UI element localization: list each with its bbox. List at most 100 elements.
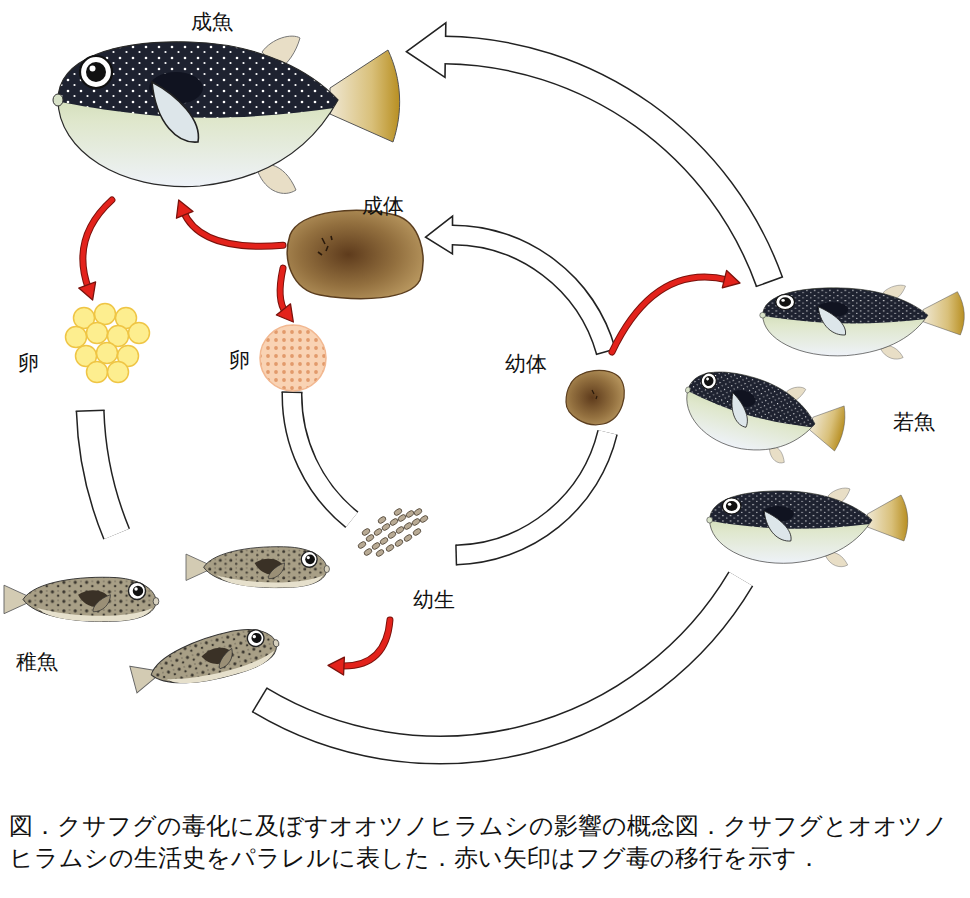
arrow-head — [722, 270, 740, 287]
adult-puffer — [40, 20, 400, 193]
puffer-eggs — [95, 304, 116, 325]
arrow-line — [340, 620, 390, 666]
young-puffers — [699, 480, 908, 567]
stage-label: 幼体 — [505, 354, 547, 375]
flatworm-larvae — [385, 543, 395, 552]
toxin-transfer-arrow — [276, 268, 293, 322]
stage-label: 卵 — [229, 350, 250, 371]
band-outline — [90, 411, 116, 534]
flatworm-larvae — [403, 521, 413, 530]
adult-flatworm — [287, 210, 423, 298]
arrow-head — [426, 216, 453, 254]
life-cycle-arrow — [406, 23, 783, 287]
puffer-eggs — [87, 362, 108, 383]
flatworm-larvae — [389, 517, 399, 526]
stage-label: 卵 — [18, 353, 39, 374]
arrow-line — [183, 211, 283, 246]
flatworm-larvae — [419, 514, 429, 523]
band-outline — [260, 579, 741, 750]
flatworm-larvae — [412, 527, 422, 536]
flatworm-larvae — [413, 507, 423, 516]
life-cycle-arrow — [76, 410, 117, 534]
young-puffers — [668, 278, 965, 567]
arrow-outline — [340, 620, 390, 666]
toxin-transfer-arrow — [176, 200, 283, 246]
band-fill — [260, 579, 741, 750]
juvenile-flatworm — [566, 370, 624, 424]
puffer-eggs — [66, 304, 150, 383]
toxin-transfer-arrow — [79, 200, 112, 300]
life-stage: 卵 — [10, 300, 155, 410]
arrow-line — [83, 200, 112, 289]
band-cap — [76, 410, 105, 412]
puffer-eggs — [87, 323, 108, 344]
flatworm-larvae — [381, 522, 391, 531]
stage-label: 幼生 — [413, 590, 455, 611]
arrow-head — [328, 657, 344, 675]
stage-label: 成魚 — [191, 12, 233, 33]
arrow-line — [612, 277, 728, 352]
flatworm-larvae — [395, 525, 405, 534]
juvenile-puffers — [128, 620, 284, 700]
life-cycle-arrow — [426, 216, 617, 354]
flatworm-larvae — [405, 509, 415, 518]
juvenile-puffers — [4, 577, 159, 621]
flatworm-larvae — [361, 527, 371, 536]
puffer-eggs — [97, 343, 118, 364]
juvenile-puffers — [186, 547, 329, 588]
figure-caption: 図．クサフグの毒化に及ぼすオオツノヒラムシの影響の概念図．クサフグとオオツノヒラ… — [9, 810, 959, 874]
flatworm-larvae — [403, 533, 413, 542]
life-cycle-arrow — [252, 579, 741, 750]
life-stage: 成魚 — [40, 5, 405, 200]
toxin-transfer-arrow — [612, 270, 740, 352]
flatworm-larvae — [373, 527, 383, 536]
band-fill — [292, 392, 352, 520]
life-cycle-arrow — [456, 432, 608, 565]
flatworm-larvae — [371, 541, 381, 550]
arrow-head — [79, 282, 96, 300]
band-cap — [455, 544, 457, 565]
toxin-transfer-arrow — [328, 620, 390, 675]
life-stage: 幼体 — [500, 352, 628, 432]
band-outline — [456, 432, 607, 555]
band-fill — [450, 235, 606, 352]
juvenile-flatworm — [592, 390, 597, 399]
arrow-outline — [183, 211, 283, 246]
band-fill — [90, 411, 116, 534]
stage-label: 若魚 — [893, 412, 935, 433]
flatworm-larvae — [394, 538, 404, 547]
arrow-outline — [83, 200, 112, 289]
puffer-eggs — [108, 362, 129, 383]
flatworm-larvae — [357, 540, 367, 549]
flatworm-larvae — [379, 536, 389, 545]
adult-flatworm — [318, 236, 332, 255]
band-fill — [456, 432, 607, 555]
life-stage: 卵 — [225, 322, 327, 392]
life-cycle-arrow — [282, 392, 352, 520]
flatworm-larvae — [377, 515, 387, 524]
arrow-outline — [612, 277, 728, 352]
arrow-head — [176, 200, 193, 218]
arrow-head — [276, 304, 293, 322]
life-stage: 成体 — [283, 195, 425, 290]
band-outline — [292, 392, 352, 520]
young-puffers — [668, 349, 854, 477]
young-puffers — [752, 278, 964, 360]
stage-label: 稚魚 — [16, 652, 58, 673]
life-stage: 幼生 — [352, 505, 456, 620]
band-cap — [252, 688, 267, 713]
flatworm-larvae — [357, 507, 429, 557]
adult-puffer — [40, 20, 400, 193]
flatworm-larvae — [393, 507, 403, 516]
arrow-head — [406, 23, 445, 78]
flatworm-larvae — [387, 530, 397, 539]
arrow-outline — [280, 268, 286, 312]
puffer-eggs — [66, 327, 87, 348]
flatworm-larvae — [411, 517, 421, 526]
puffer-eggs — [129, 323, 150, 344]
adult-flatworm — [287, 210, 423, 298]
juvenile-flatworm — [566, 370, 624, 424]
